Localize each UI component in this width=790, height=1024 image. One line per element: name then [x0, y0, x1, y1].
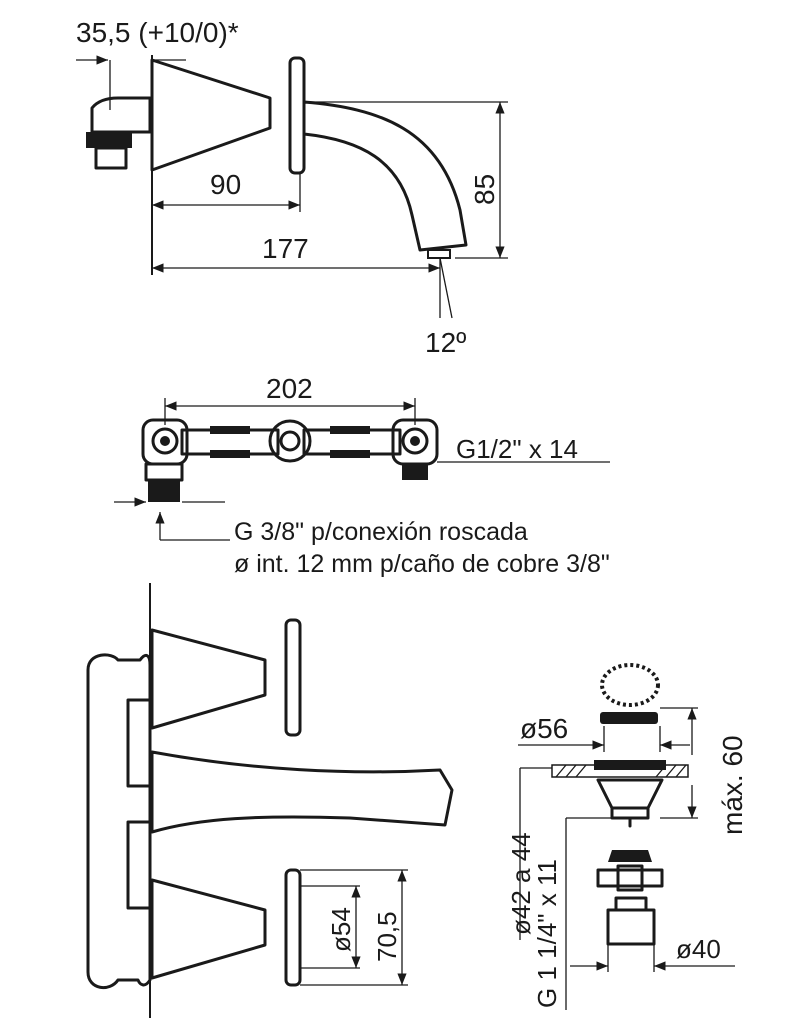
- dimension-mount-depth: 35,5 (+10/0)*: [76, 17, 239, 48]
- escutcheon-upper: [150, 628, 267, 730]
- valve-center: [268, 419, 312, 463]
- dimension-hole-range: ø42 a 44: [506, 832, 536, 935]
- inlet-right-thread: [402, 464, 428, 480]
- inlet-left-thread: [148, 480, 180, 502]
- note-connection-1: G 3/8" p/conexión roscada: [234, 518, 528, 546]
- spout-front: [150, 750, 454, 834]
- label-inlet-thread: G1/2" x 14: [456, 434, 578, 464]
- dimension-max-thickness: máx. 60: [717, 735, 748, 835]
- dimension-tail-diameter: ø40: [676, 934, 721, 964]
- connector-nut: [86, 132, 132, 148]
- spout-body: [302, 100, 468, 252]
- mounting-plate: [288, 56, 306, 175]
- drain-washer: [608, 850, 652, 862]
- backing-frame: [86, 653, 152, 989]
- dimension-202: 202: [266, 373, 313, 404]
- escutcheon-lower: [150, 878, 267, 980]
- connector-elbow: [90, 96, 152, 134]
- drain-chain: [600, 663, 660, 707]
- dimension-flange-diameter: ø54: [326, 907, 356, 952]
- dimension-177: 177: [262, 233, 309, 264]
- valve-body-view: 202 G1/2" x 14 G 3/8" p/conexión rosc: [114, 373, 610, 578]
- spout-dimensions: 35,5 (+10/0)* 90 177 85 12º: [76, 17, 508, 358]
- front-view: ø54 70,5: [86, 583, 454, 1018]
- dimension-90: 90: [210, 169, 241, 200]
- drain-plug: [600, 712, 658, 724]
- drain-body: [596, 778, 664, 810]
- dimension-drain-thread: G 1 1/4" x 11: [532, 859, 562, 1008]
- drain-assembly: ø56 máx. 60 ø42 a 44 G 1 1/4" x 1: [506, 663, 748, 1010]
- drain-tail: [606, 908, 656, 946]
- aerator: [427, 249, 451, 259]
- spout-side-view: [86, 55, 468, 275]
- escutcheon-cone: [150, 58, 272, 172]
- note-connection-2: ø int. 12 mm p/caño de cobre 3/8": [234, 550, 610, 578]
- dimension-flange-height: 70,5: [372, 911, 402, 962]
- handle-upper: [284, 618, 302, 737]
- connector-thread: [94, 146, 128, 170]
- dimension-angle: 12º: [425, 327, 466, 358]
- handle-lower: [284, 868, 302, 987]
- drain-nut: [596, 868, 664, 888]
- dimension-cap-diameter: ø56: [520, 713, 568, 744]
- dimension-85: 85: [469, 174, 500, 205]
- inlet-left-nut: [144, 462, 184, 482]
